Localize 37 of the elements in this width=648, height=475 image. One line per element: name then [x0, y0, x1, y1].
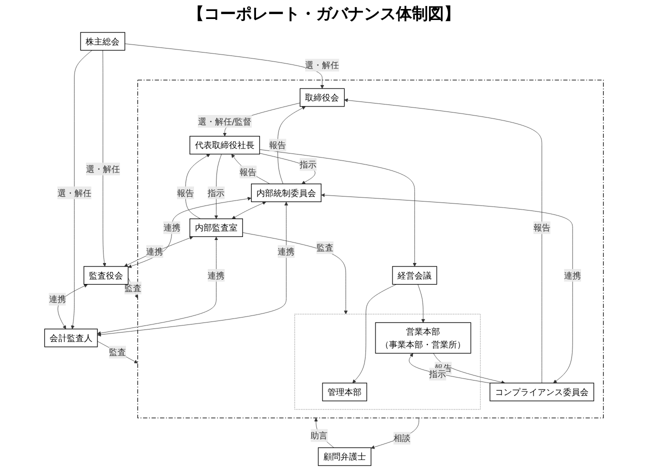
edge-label: 相談 [394, 433, 411, 444]
node-box: 代表取締役社長 [190, 136, 260, 154]
edge-label: 連携 [48, 294, 66, 304]
node-box: 監査役会 [84, 266, 128, 285]
edge-label: 報告 [434, 363, 452, 374]
edge-label: 連携 [146, 246, 164, 257]
edge-label: 監査 [109, 347, 126, 358]
edge-label: 連携 [278, 246, 295, 257]
node-box: 取締役会 [300, 88, 345, 107]
node-box: 顧問弁護士 [318, 447, 372, 466]
edge-label: 指示 [429, 368, 446, 380]
edge-label: 報告 [269, 140, 286, 150]
node-box: 営業本部 （事業本部・営業所） [375, 322, 472, 354]
edge-label: 指示 [300, 159, 317, 170]
node-box: 株主総会 [80, 32, 126, 51]
node-box: 経営会議 [392, 266, 438, 285]
diagram-title: 【コーポレート・ガバナンス体制図】 [187, 4, 461, 25]
edge-label: 選・解任 [57, 188, 92, 198]
edge-label: 監査 [316, 242, 334, 253]
edge-label: 選・解任/監督 [198, 116, 252, 126]
node-box: 会計監査人 [44, 328, 98, 348]
cluster [294, 314, 481, 410]
edge-label: 報告 [533, 222, 550, 233]
node-box: 内部統制委員会 [251, 184, 322, 202]
edge-label: 連携 [564, 270, 582, 280]
edge-label: 連携 [163, 222, 180, 233]
edge-label: 連携 [208, 270, 225, 280]
edge-label: 選・解任 [305, 60, 340, 70]
edge-label: 選・解任 [86, 164, 120, 174]
edge-label: 報告 [176, 188, 194, 198]
edge-label: 助言 [310, 430, 328, 441]
edge-label: 報告 [240, 166, 257, 178]
edge-label: 指示 [208, 188, 225, 198]
node-box: 内部監査室 [190, 218, 243, 237]
node-box: コンプライアンス委員会 [490, 382, 594, 402]
node-box: 管理本部 [322, 382, 368, 402]
edge-label: 監査 [124, 282, 142, 294]
